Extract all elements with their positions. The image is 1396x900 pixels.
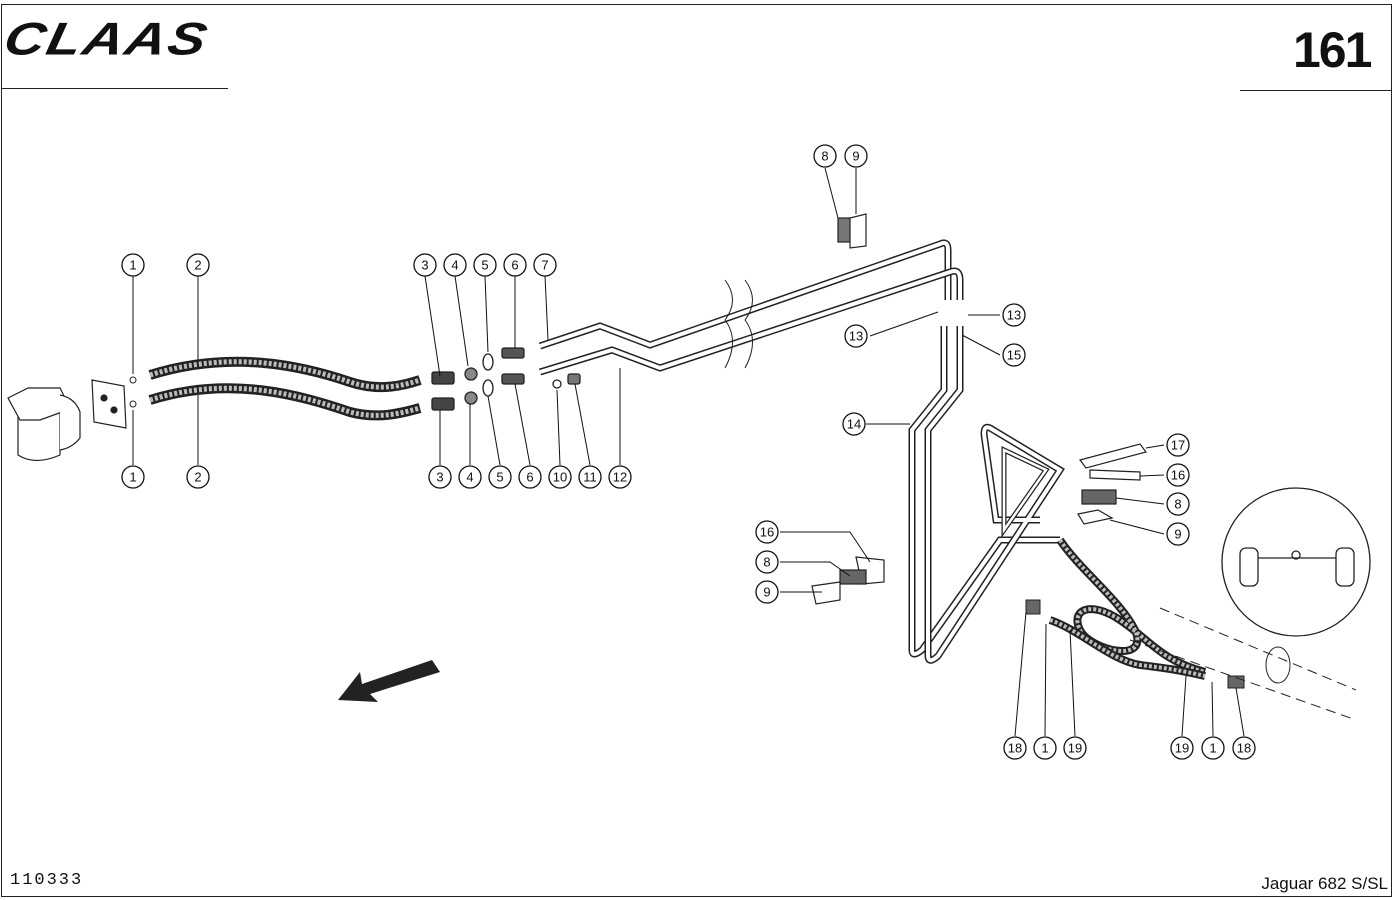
svg-text:5: 5 — [481, 258, 488, 273]
callout-13: 13 — [844, 324, 868, 348]
drawing-number: 110333 — [10, 871, 84, 890]
callout-2: 2 — [186, 253, 210, 277]
callout-6: 6 — [518, 465, 542, 489]
svg-text:1: 1 — [129, 258, 136, 273]
svg-text:17: 17 — [1171, 438, 1185, 453]
svg-text:6: 6 — [511, 258, 518, 273]
callout-7: 7 — [533, 253, 557, 277]
pipe-loop — [908, 326, 1065, 664]
brackets — [811, 213, 1148, 605]
svg-text:11: 11 — [583, 470, 597, 485]
svg-text:10: 10 — [553, 470, 567, 485]
direction-arrow — [338, 660, 440, 702]
callout-10: 10 — [548, 465, 572, 489]
header-rule — [1240, 90, 1392, 91]
callout-6: 6 — [503, 253, 527, 277]
callout-3: 3 — [428, 465, 452, 489]
callout-1: 1 — [121, 253, 145, 277]
callout-19: 19 — [1063, 736, 1087, 760]
svg-text:18: 18 — [1008, 741, 1022, 756]
callout-4: 4 — [443, 253, 467, 277]
svg-text:8: 8 — [763, 555, 770, 570]
inset-detail — [1221, 487, 1371, 637]
svg-text:19: 19 — [1068, 741, 1082, 756]
callout-9: 9 — [1166, 522, 1190, 546]
flexible-hoses-lower — [1025, 537, 1245, 689]
page-number: 161 — [1293, 22, 1372, 78]
svg-text:16: 16 — [760, 525, 774, 540]
callout-5: 5 — [473, 253, 497, 277]
svg-text:1: 1 — [129, 470, 136, 485]
callout-1: 1 — [1033, 736, 1057, 760]
callout-9: 9 — [755, 580, 779, 604]
leader-lines — [132, 167, 1245, 737]
callout-2: 2 — [186, 465, 210, 489]
callout-12: 12 — [608, 465, 632, 489]
svg-text:6: 6 — [526, 470, 533, 485]
svg-text:12: 12 — [613, 470, 627, 485]
callout-14: 14 — [842, 412, 866, 436]
svg-text:3: 3 — [421, 258, 428, 273]
rigid-pipes — [538, 239, 964, 376]
svg-text:13: 13 — [849, 329, 863, 344]
svg-text:7: 7 — [541, 258, 548, 273]
svg-text:2: 2 — [194, 258, 201, 273]
svg-text:2: 2 — [194, 470, 201, 485]
callout-15: 15 — [1002, 343, 1026, 367]
svg-text:4: 4 — [451, 258, 458, 273]
svg-text:18: 18 — [1237, 741, 1251, 756]
callout-16: 16 — [755, 520, 779, 544]
svg-text:8: 8 — [1174, 497, 1181, 512]
callout-3: 3 — [413, 253, 437, 277]
svg-text:5: 5 — [496, 470, 503, 485]
header-rule — [1, 88, 228, 89]
callout-8: 8 — [813, 144, 837, 168]
svg-text:3: 3 — [436, 470, 443, 485]
svg-text:14: 14 — [847, 417, 861, 432]
svg-text:9: 9 — [763, 585, 770, 600]
svg-text:16: 16 — [1171, 468, 1185, 483]
svg-text:13: 13 — [1007, 308, 1021, 323]
svg-text:19: 19 — [1175, 741, 1189, 756]
model-name: Jaguar 682 S/SL — [1261, 874, 1388, 893]
callout-8: 8 — [1166, 492, 1190, 516]
svg-text:15: 15 — [1007, 348, 1021, 363]
callout-8: 8 — [755, 550, 779, 574]
flexible-hoses — [129, 356, 422, 421]
callout-13: 13 — [1002, 303, 1026, 327]
valve-block — [7, 379, 127, 462]
callout-9: 9 — [844, 144, 868, 168]
svg-text:9: 9 — [1174, 527, 1181, 542]
svg-text:9: 9 — [852, 149, 859, 164]
fittings — [431, 347, 581, 411]
callout-1: 1 — [1201, 736, 1225, 760]
callout-19: 19 — [1170, 736, 1194, 760]
callout-1: 1 — [121, 465, 145, 489]
callout-11: 11 — [578, 465, 602, 489]
callout-17: 17 — [1166, 433, 1190, 457]
callout-16: 16 — [1166, 463, 1190, 487]
page-frame — [1, 4, 1392, 897]
callout-4: 4 — [458, 465, 482, 489]
callout-18: 18 — [1003, 736, 1027, 760]
svg-text:4: 4 — [466, 470, 473, 485]
svg-text:1: 1 — [1041, 741, 1048, 756]
svg-text:8: 8 — [821, 149, 828, 164]
callout-18: 18 — [1232, 736, 1256, 760]
svg-text:1: 1 — [1209, 741, 1216, 756]
cylinder-outline — [1129, 607, 1357, 721]
callout-5: 5 — [488, 465, 512, 489]
